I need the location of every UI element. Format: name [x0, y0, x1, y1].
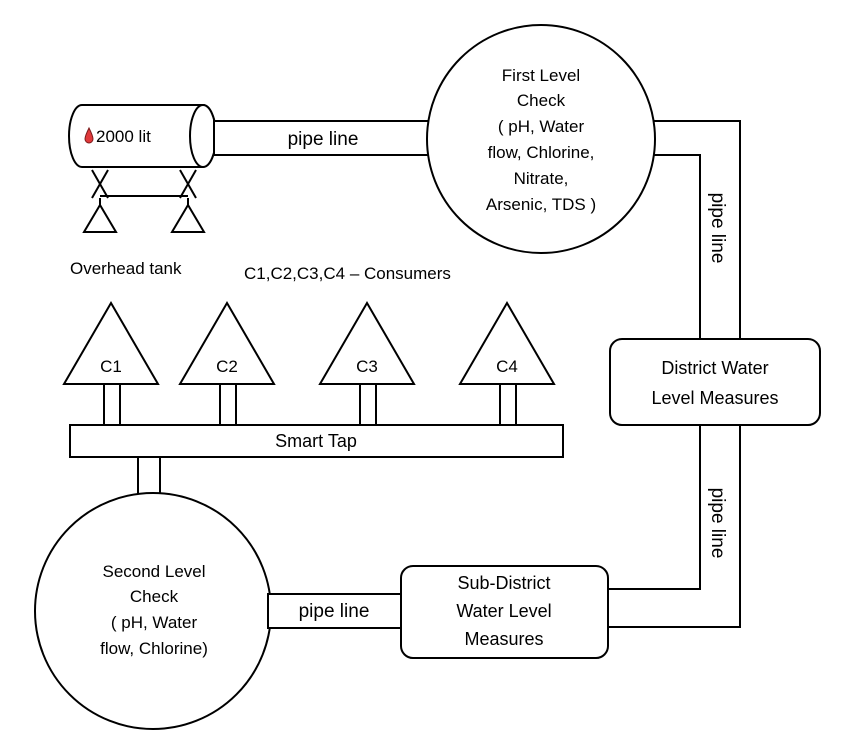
smart-tap: Smart Tap: [69, 424, 564, 458]
tap-connector: [137, 456, 161, 499]
consumer-label: C3: [356, 357, 378, 376]
consumers-caption: C1,C2,C3,C4 – Consumers: [244, 264, 451, 283]
second-check-line: flow, Chlorine): [100, 639, 208, 658]
district-line: District Water: [661, 358, 768, 378]
tank-label: Overhead tank: [70, 259, 182, 278]
first-check-line: First Level: [502, 66, 580, 85]
first-check-line: Nitrate,: [514, 169, 569, 188]
second-check-line: ( pH, Water: [111, 613, 198, 632]
first-check-line: flow, Chlorine,: [488, 143, 595, 162]
consumer-c1: C1: [62, 301, 160, 426]
right-lower-pipe-label: pipe line: [707, 488, 728, 559]
smart-tap-label: Smart Tap: [275, 431, 357, 451]
first-check-line: ( pH, Water: [498, 117, 585, 136]
overhead-tank: 2000 lit Overhead tank: [68, 104, 217, 278]
sub-district-line: Measures: [464, 629, 543, 649]
consumer-label: C1: [100, 357, 122, 376]
first-level-check: First Level Check ( pH, Water flow, Chlo…: [426, 24, 656, 254]
droplet-icon: [84, 126, 94, 144]
second-level-check: Second Level Check ( pH, Water flow, Chl…: [34, 492, 272, 730]
right-pipe-lower: pipe line: [607, 424, 741, 628]
first-check-line: Arsenic, TDS ): [486, 195, 596, 214]
consumer-label: C2: [216, 357, 238, 376]
top-pipe: pipe line: [213, 120, 433, 156]
consumer-c2: C2: [178, 301, 276, 426]
right-pipe-upper: pipe line: [650, 120, 741, 343]
sub-district-line: Sub-District: [457, 573, 550, 593]
sub-district-box: Sub-District Water Level Measures: [400, 565, 609, 659]
consumer-c3: C3: [318, 301, 416, 426]
district-line: Level Measures: [651, 388, 778, 408]
bottom-pipe: pipe line: [267, 593, 402, 629]
bottom-pipe-label: pipe line: [299, 601, 370, 622]
second-check-line: Check: [130, 587, 179, 606]
first-check-line: Check: [517, 91, 566, 110]
tank-stand: [82, 169, 206, 233]
consumer-label: C4: [496, 357, 518, 376]
sub-district-line: Water Level: [456, 601, 551, 621]
tank-end: [189, 104, 217, 168]
tank-capacity: 2000 lit: [96, 127, 151, 146]
top-pipe-label: pipe line: [288, 129, 359, 150]
consumer-c4: C4: [458, 301, 556, 426]
second-check-line: Second Level: [102, 562, 205, 581]
district-box: District Water Level Measures: [609, 338, 821, 426]
right-upper-pipe-label: pipe line: [707, 193, 728, 264]
